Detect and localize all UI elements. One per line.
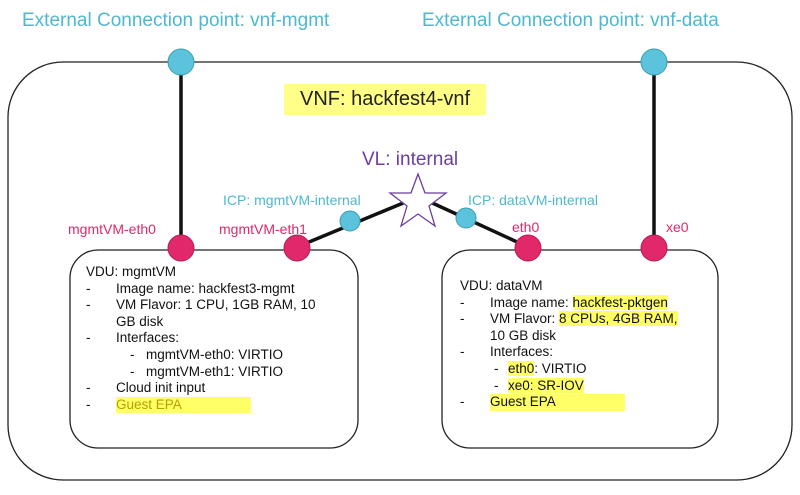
vdu-data-epa: -Guest EPA — [460, 394, 715, 411]
vl-label: VL: internal — [362, 149, 459, 170]
icp-data-node[interactable] — [455, 207, 477, 229]
vdu-mgmt-details: VDU: mgmtVM -Image name: hackfest3-mgmt … — [86, 264, 351, 414]
vdu-mgmt-image: -Image name: hackfest3-mgmt — [86, 280, 295, 296]
vnf-name-label: VNF: hackfest4-vnf — [284, 84, 487, 115]
vdu-mgmt-title: VDU: mgmtVM — [86, 264, 177, 279]
vdu-mgmt-epa: -Guest EPA — [86, 396, 351, 414]
vdu-data-details: VDU: dataVM -Image name: hackfest-pktgen… — [460, 278, 715, 411]
ext-cp-data-label: External Connection point: vnf-data — [422, 10, 719, 31]
vdu-mgmt-if2: -mgmtVM-eth1: VIRTIO — [130, 363, 284, 379]
vnf-boundary — [7, 61, 793, 481]
vdu-mgmt-cloud-init: -Cloud init input — [86, 380, 206, 396]
vdu-data-image: -Image name: hackfest-pktgen — [460, 294, 668, 310]
icp-data-label: ICP: dataVM-internal — [468, 192, 598, 208]
mgmt-eth1-label: mgmtVM-eth1 — [219, 221, 307, 237]
data-xe0-label: xe0 — [666, 219, 689, 235]
mgmt-eth0-label: mgmtVM-eth0 — [68, 221, 156, 237]
vdu-mgmt-interfaces: -Interfaces: — [86, 330, 180, 346]
vdu-data-title: VDU: dataVM — [460, 278, 543, 293]
ext-cp-mgmt-label: External Connection point: vnf-mgmt — [22, 10, 330, 31]
vdu-mgmt-flavor-cont: GB disk — [116, 313, 164, 329]
data-eth0-label: eth0 — [512, 219, 540, 235]
mgmt-eth0-node[interactable] — [167, 234, 195, 262]
vdu-data-flavor: -VM Flavor: 8 CPUs, 4GB RAM, — [460, 311, 678, 327]
ext-cp-mgmt-node[interactable] — [167, 48, 195, 76]
vdu-data-if2: -xe0: SR-IOV — [494, 377, 584, 393]
icp-mgmt-node[interactable] — [339, 210, 361, 232]
vdu-data-if1: -eth0: VIRTIO — [494, 360, 587, 376]
icp-mgmt-label: ICP: mgmtVM-internal — [223, 192, 361, 208]
vl-star-icon[interactable] — [388, 172, 448, 228]
data-xe0-node[interactable] — [640, 234, 668, 262]
vdu-data-flavor-cont: 10 GB disk — [490, 327, 557, 343]
ext-cp-data-node[interactable] — [640, 48, 668, 76]
vdu-mgmt-if1: -mgmtVM-eth0: VIRTIO — [130, 346, 284, 362]
data-eth0-node[interactable] — [514, 234, 542, 262]
vdu-mgmt-flavor: -VM Flavor: 1 CPU, 1GB RAM, 10 — [86, 297, 316, 313]
link-data-eth0-vl — [427, 199, 529, 249]
vdu-data-interfaces: -Interfaces: — [460, 344, 554, 360]
mgmt-eth1-node[interactable] — [283, 234, 311, 262]
